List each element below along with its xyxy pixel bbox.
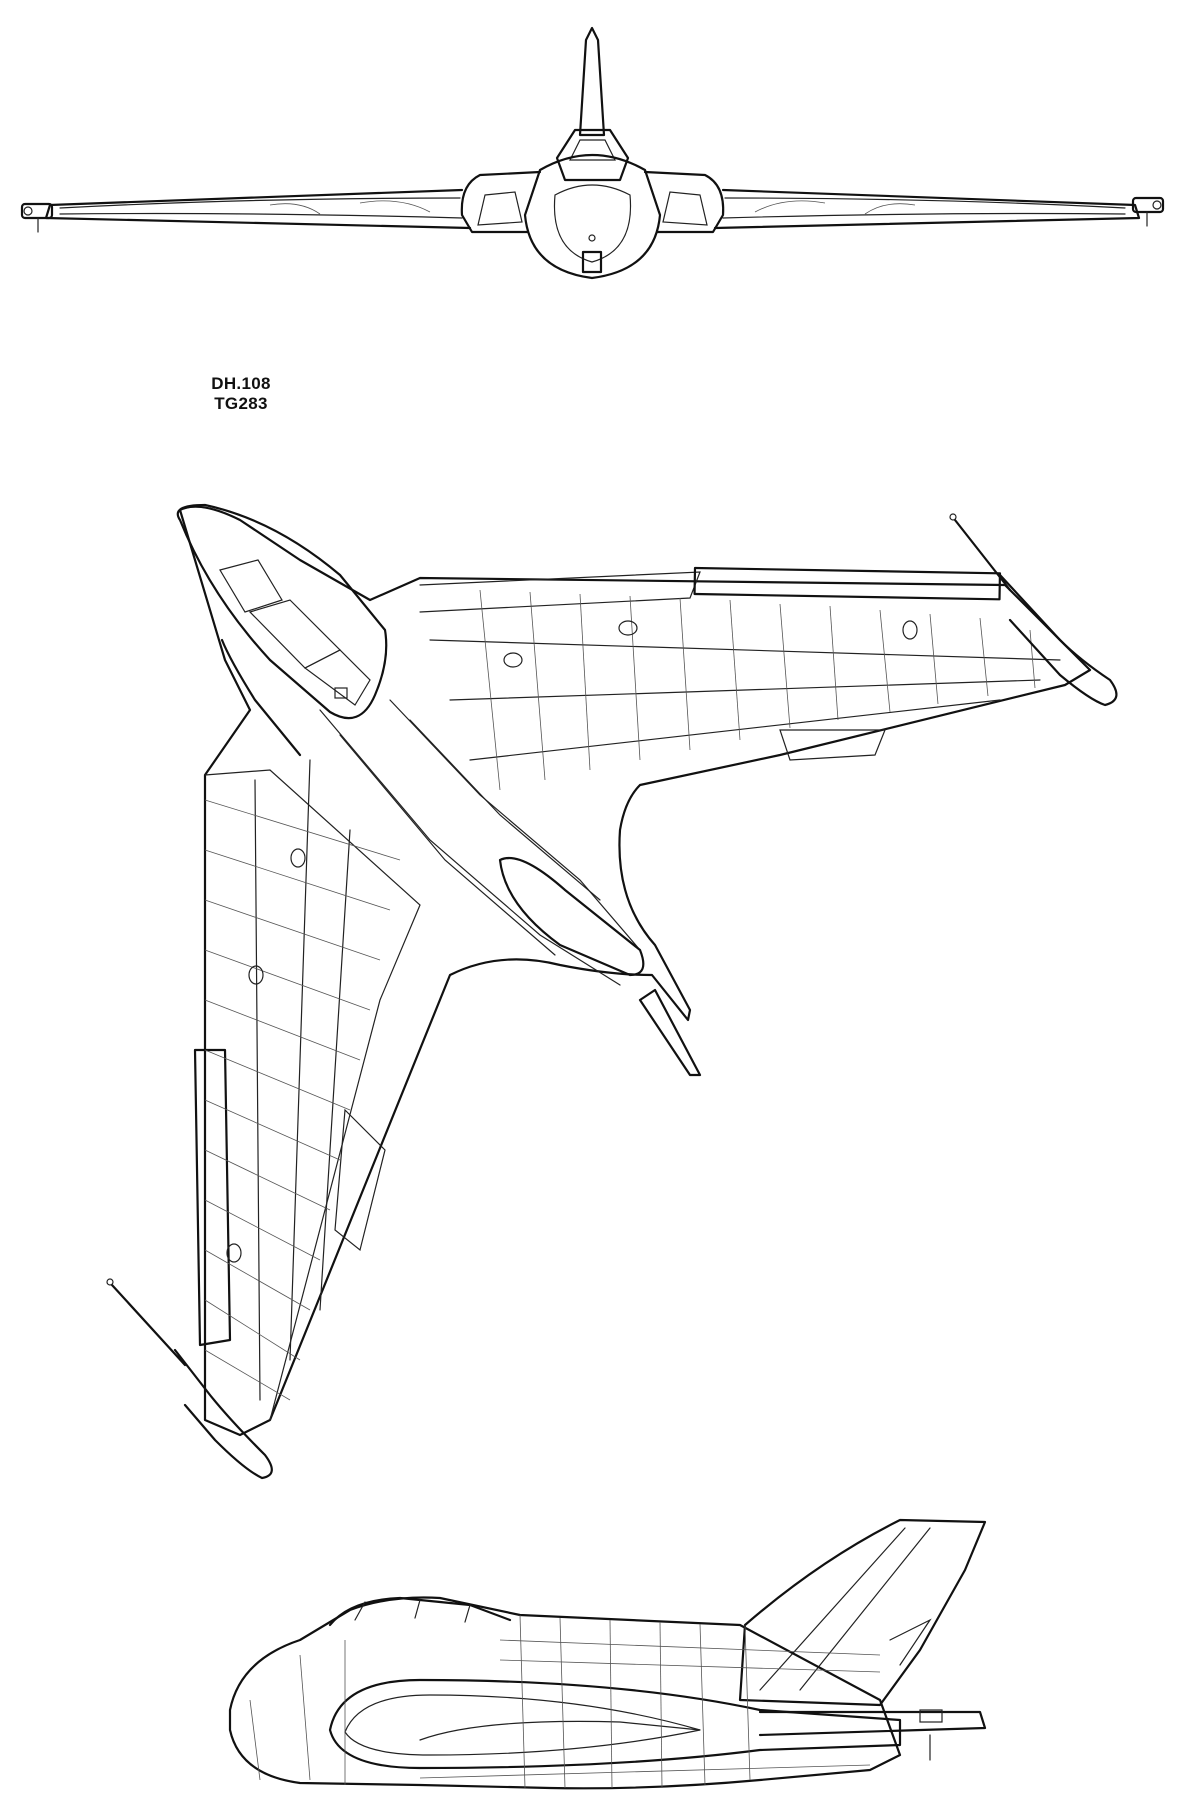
drawing-caption: DH.108 TG283 — [176, 374, 306, 414]
aircraft-serial-label: TG283 — [214, 394, 268, 413]
aircraft-type-label: DH.108 — [211, 374, 271, 393]
